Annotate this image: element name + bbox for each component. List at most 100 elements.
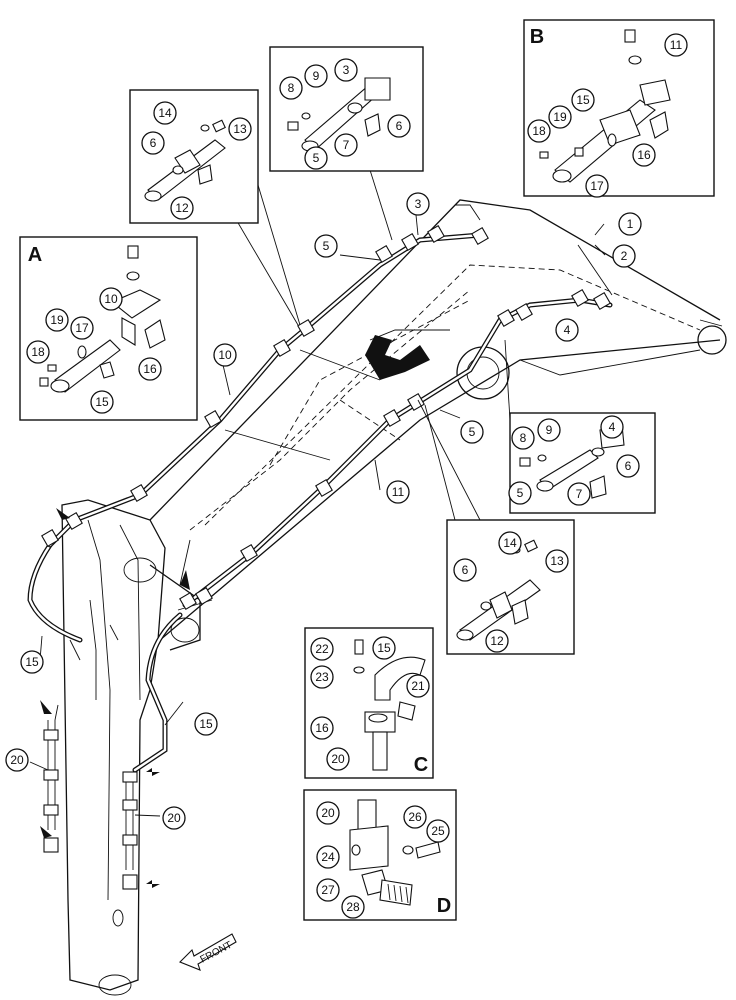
callout-circle (316, 878, 340, 902)
callout-16: 16 (310, 716, 334, 740)
callout-circle (99, 287, 123, 311)
callout-number: 7 (343, 138, 350, 152)
callout-circle (460, 420, 484, 444)
callout-17: 17 (70, 316, 94, 340)
callout-number: 4 (564, 323, 571, 337)
callout-circle (567, 482, 591, 506)
callout-circle (70, 316, 94, 340)
callout-circle (632, 143, 656, 167)
callout-circle (304, 64, 328, 88)
callout-5: 5 (508, 481, 532, 505)
leader-lines (29, 169, 613, 817)
callout-6: 6 (616, 454, 640, 478)
callout-17: 17 (585, 174, 609, 198)
callout-number: 9 (546, 423, 553, 437)
callout-circle (511, 426, 535, 450)
callout-number: 15 (377, 641, 391, 655)
callout-26: 26 (403, 805, 427, 829)
callout-number: 8 (520, 431, 527, 445)
callout-circle (403, 805, 427, 829)
callout-number: 6 (625, 459, 632, 473)
detail-box-upper-left (129, 89, 259, 224)
callout-number: 7 (576, 487, 583, 501)
callout-6: 6 (453, 558, 477, 582)
callout-number: 17 (590, 179, 604, 193)
callout-14: 14 (153, 101, 177, 125)
callout-number: 20 (10, 753, 24, 767)
callout-number: 18 (31, 345, 45, 359)
callout-circle (508, 481, 532, 505)
callout-number: 20 (331, 752, 345, 766)
callout-number: 16 (315, 721, 329, 735)
callout-circle (316, 845, 340, 869)
callout-27: 27 (316, 878, 340, 902)
callout-24: 24 (316, 845, 340, 869)
callout-number: 22 (315, 642, 329, 656)
callout-6: 6 (141, 131, 165, 155)
callout-number: 5 (517, 486, 524, 500)
callout-20: 20 (316, 801, 340, 825)
callout-number: 11 (670, 38, 683, 52)
callout-number: 15 (199, 717, 213, 731)
callout-number: 21 (411, 679, 425, 693)
callout-circle (453, 558, 477, 582)
callout-21: 21 (406, 674, 430, 698)
callout-circle (618, 212, 642, 236)
callout-9: 9 (537, 418, 561, 442)
callout-circle (194, 712, 218, 736)
callout-8: 8 (511, 426, 535, 450)
callout-circle (585, 174, 609, 198)
callout-11: 11 (664, 33, 688, 57)
callout-number: 24 (321, 850, 335, 864)
callout-circle (228, 117, 252, 141)
callout-number: 3 (415, 197, 422, 211)
callout-number: 19 (553, 110, 567, 124)
callout-circle (213, 343, 237, 367)
callout-13: 13 (228, 117, 252, 141)
view-letter-B: B (530, 26, 544, 48)
callout-circle (316, 801, 340, 825)
callout-circle (5, 748, 29, 772)
callout-25: 25 (426, 819, 450, 843)
callout-12: 12 (170, 196, 194, 220)
callout-number: 15 (576, 93, 590, 107)
callout-number: 11 (392, 485, 405, 499)
pipe-clamps (41, 225, 611, 890)
callout-number: 10 (104, 292, 118, 306)
callout-circle (162, 806, 186, 830)
callout-19: 19 (548, 105, 572, 129)
callout-circle (310, 716, 334, 740)
callout-circle (314, 234, 338, 258)
callout-number: 15 (25, 655, 39, 669)
view-letter-D: D (437, 895, 451, 917)
callout-number: 27 (321, 883, 335, 897)
callout-number: 13 (550, 554, 564, 568)
callout-circle (326, 747, 350, 771)
callout-number: 25 (431, 824, 445, 838)
callout-2: 2 (612, 244, 636, 268)
callout-number: 20 (167, 811, 181, 825)
callout-12: 12 (485, 629, 509, 653)
callout-18: 18 (527, 119, 551, 143)
callout-7: 7 (567, 482, 591, 506)
callout-16: 16 (138, 357, 162, 381)
callout-circle (537, 418, 561, 442)
callout-number: 16 (637, 148, 651, 162)
boom-structure (61, 199, 727, 996)
callout-23: 23 (310, 665, 334, 689)
callout-16: 16 (632, 143, 656, 167)
callout-circle (406, 674, 430, 698)
callout-number: 26 (408, 810, 422, 824)
callout-9: 9 (304, 64, 328, 88)
callout-number: 12 (175, 201, 189, 215)
callout-circle (310, 665, 334, 689)
callout-20: 20 (162, 806, 186, 830)
callout-circle (141, 131, 165, 155)
callout-circle (527, 119, 551, 143)
callout-3: 3 (334, 58, 358, 82)
callout-circle (386, 480, 410, 504)
callout-number: 18 (532, 124, 546, 138)
callout-circle (372, 636, 396, 660)
callout-circle (153, 101, 177, 125)
